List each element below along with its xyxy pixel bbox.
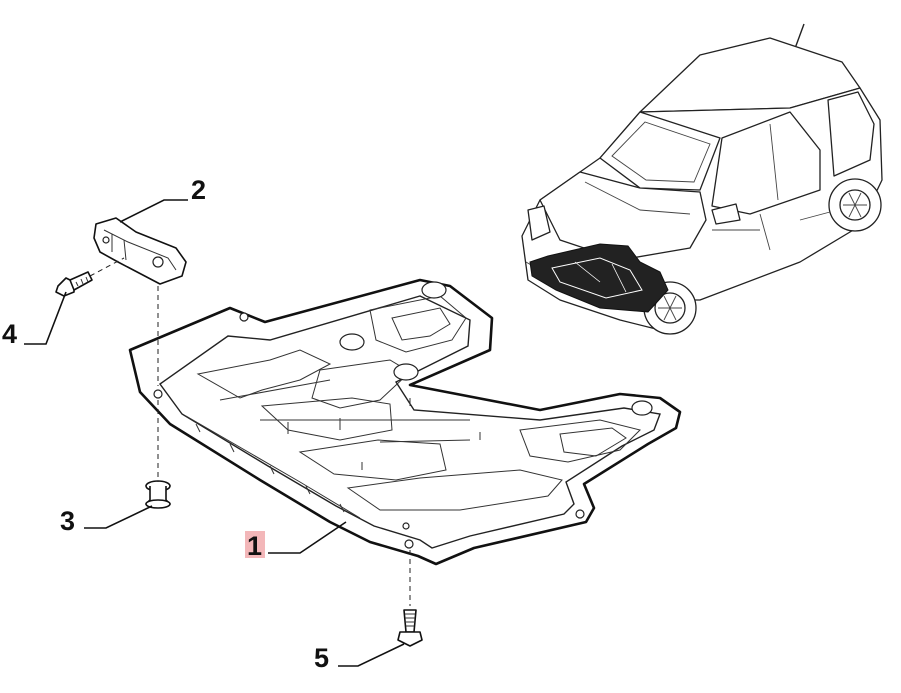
callout-5-label[interactable]: 5 bbox=[314, 643, 329, 673]
bolt-icon bbox=[397, 609, 423, 647]
callout-1-highlight bbox=[245, 531, 265, 558]
leader-line-1 bbox=[268, 521, 347, 554]
assembly-axis-screw bbox=[89, 257, 125, 277]
callout-4-label[interactable]: 4 bbox=[2, 319, 17, 349]
mounting-bracket-icon bbox=[93, 217, 187, 285]
leader-line-4 bbox=[24, 291, 67, 345]
callout-1-label[interactable]: 1 bbox=[247, 531, 262, 561]
underbody-shield-icon bbox=[128, 278, 682, 566]
leader-line-2 bbox=[119, 199, 188, 223]
callout-2-label[interactable]: 2 bbox=[191, 175, 206, 205]
leader-line-3 bbox=[84, 505, 153, 529]
callout-3-label[interactable]: 3 bbox=[60, 506, 75, 536]
car-locator-icon bbox=[521, 23, 883, 335]
leader-line-5 bbox=[338, 643, 405, 667]
plug-fastener-icon bbox=[145, 480, 171, 509]
screw-icon bbox=[55, 271, 93, 297]
